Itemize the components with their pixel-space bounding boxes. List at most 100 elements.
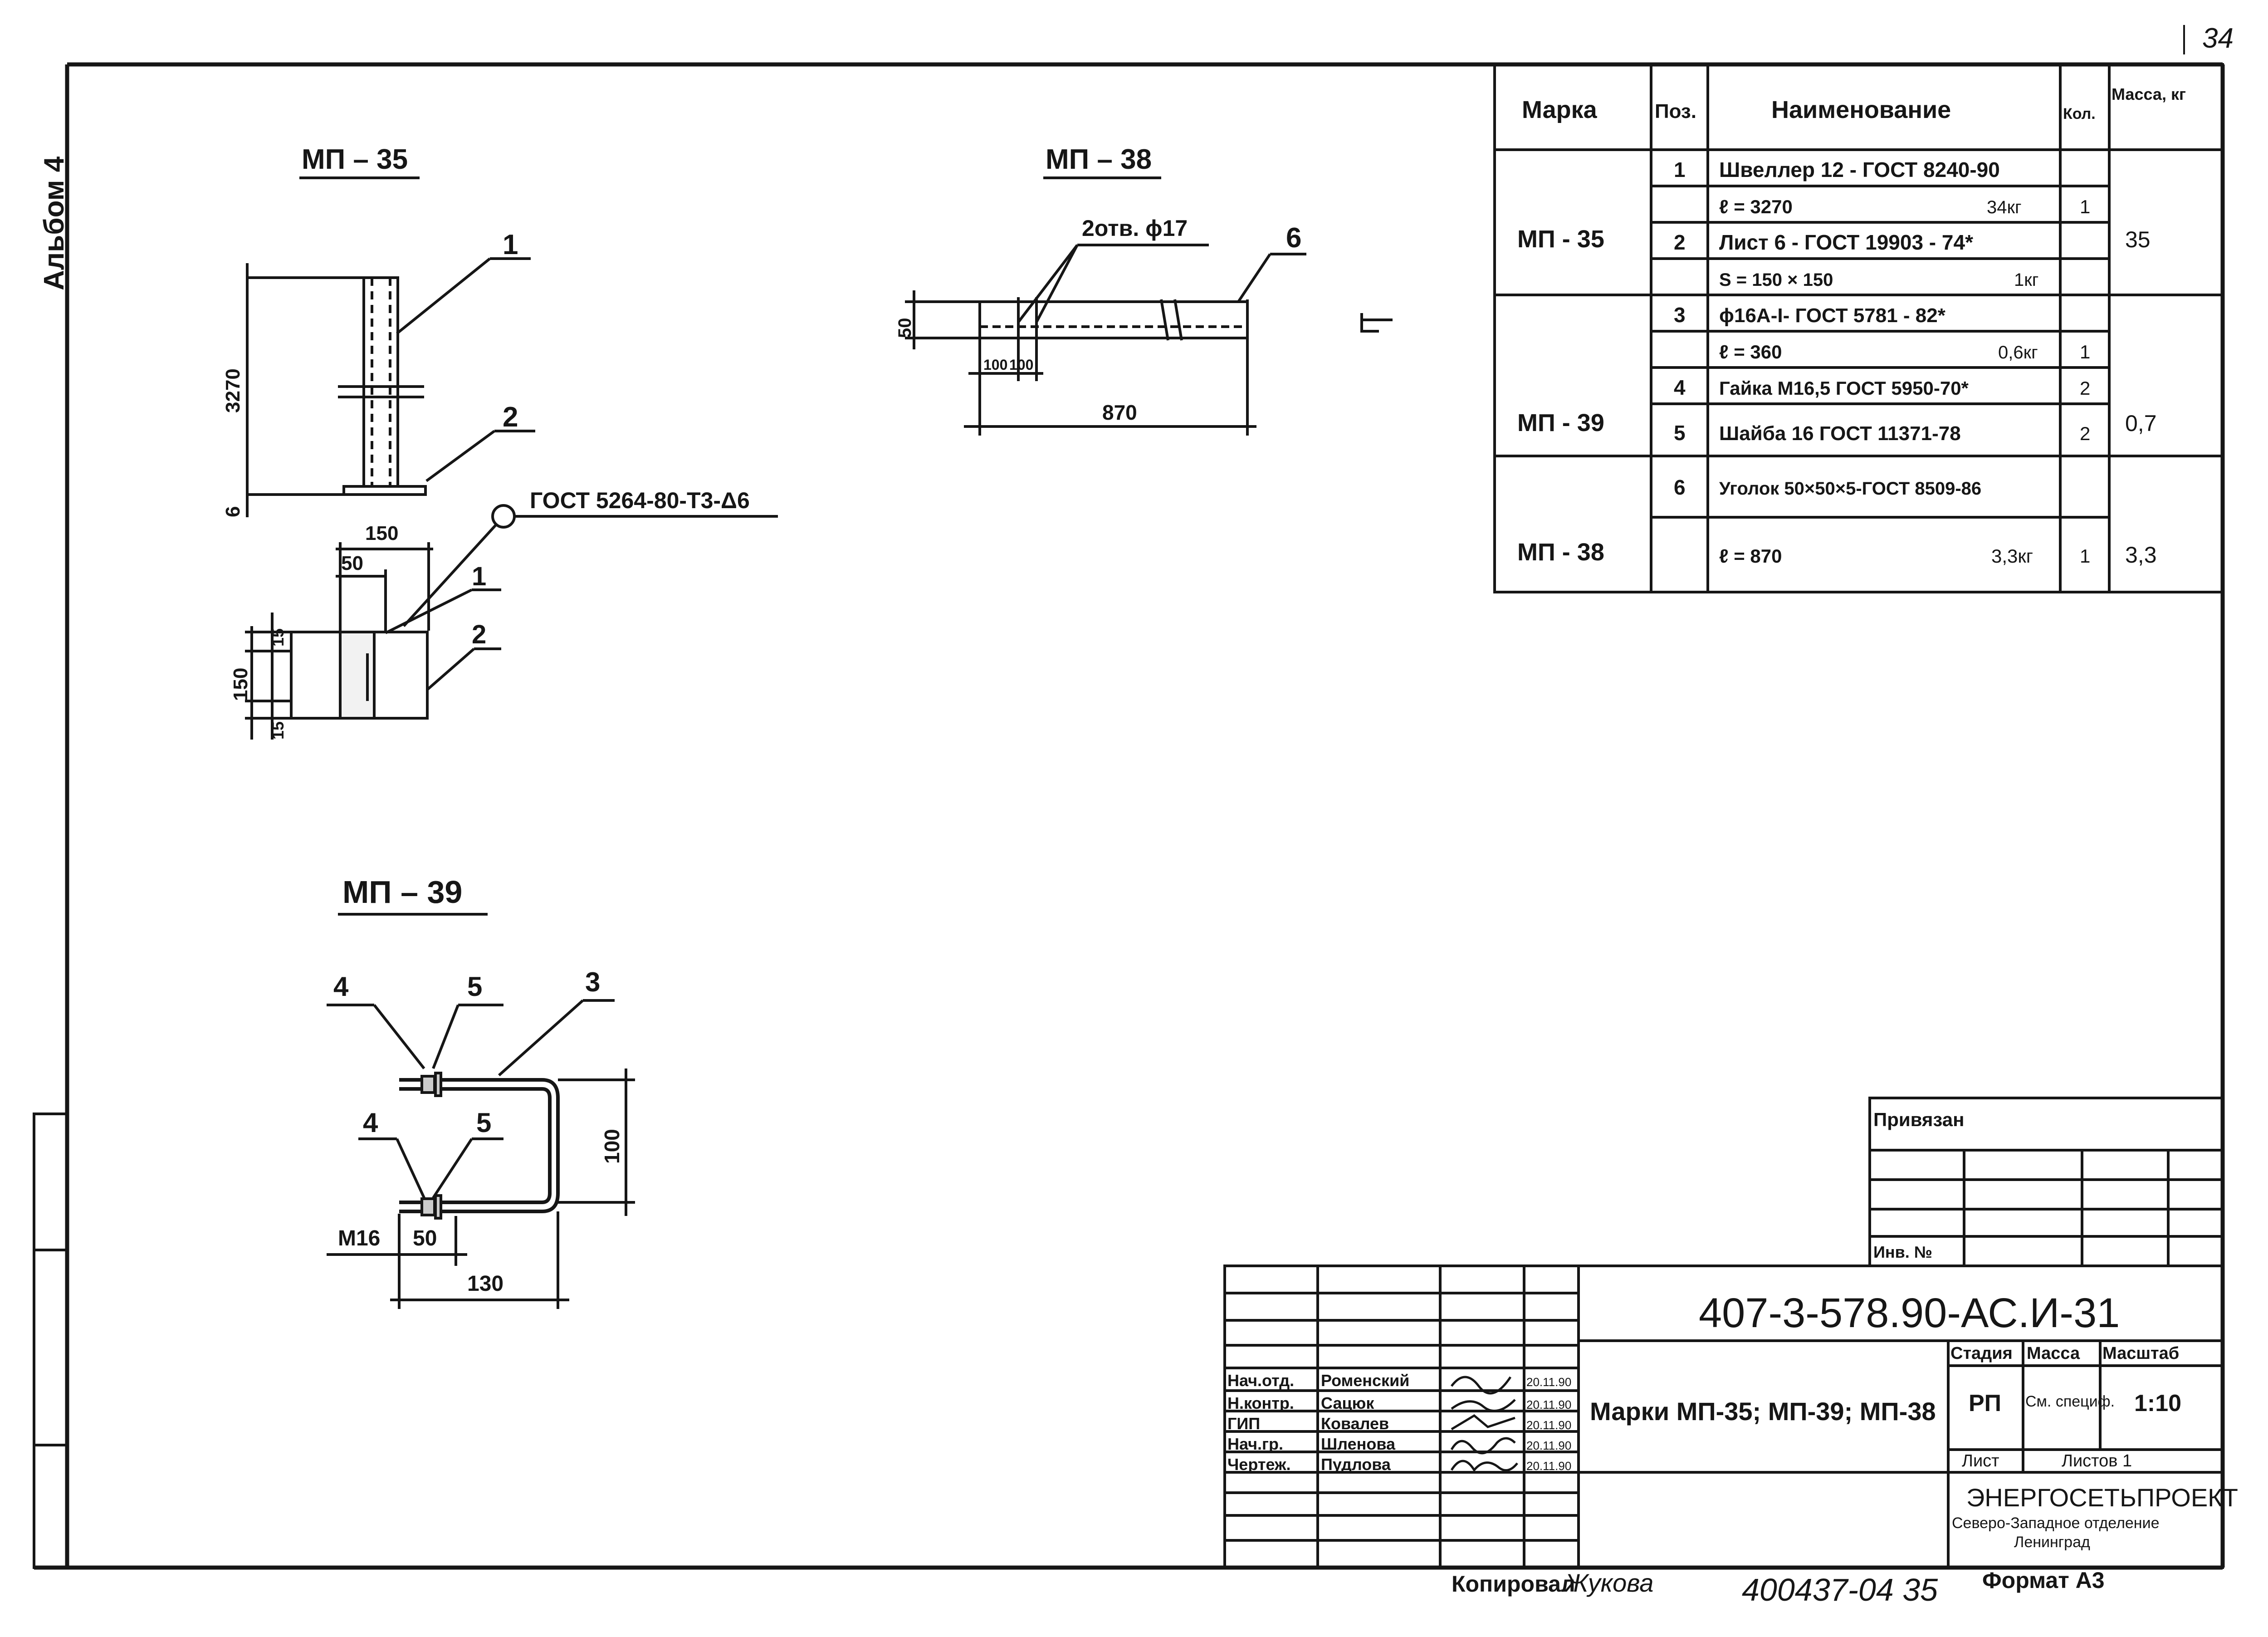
- privyazan-block: Привязан Инв. №: [1868, 1097, 2224, 1267]
- sheet-label: Лист: [1962, 1451, 1999, 1470]
- mp39-callout-5a: 5: [467, 971, 482, 1002]
- pos-4: 4: [1674, 376, 1686, 399]
- qty-3b: 1: [2080, 341, 2090, 363]
- stage-value: РП: [1969, 1390, 2001, 1416]
- name-4: Гайка М16,5 ГОСТ 5950-70*: [1719, 377, 1969, 399]
- mass-mp38: 3,3: [2125, 542, 2157, 568]
- scale-value: 1:10: [2134, 1390, 2181, 1416]
- qty-1b: 1: [2080, 196, 2090, 217]
- spec-table: Марка Поз. Наименование Кол. Масса, кг М…: [1493, 63, 2224, 593]
- svg-text:20.11.90: 20.11.90: [1526, 1459, 1571, 1473]
- mp35-base-dim: 6: [222, 506, 244, 517]
- section-height-dim: 150: [230, 668, 252, 701]
- mp35-elevation: МП – 35 3270 6 1 2: [222, 144, 535, 517]
- mp38-length-dim: 870: [1102, 401, 1137, 424]
- pos-5: 5: [1674, 421, 1686, 445]
- weld-note: ГОСТ 5264-80-Т3-Δ6: [402, 488, 778, 627]
- mp39-thread-len: 50: [413, 1226, 437, 1250]
- privyazan-label: Привязан: [1873, 1109, 1964, 1130]
- svg-text:Нач.отд.: Нач.отд.: [1227, 1371, 1294, 1390]
- mp39-height-dim: 100: [600, 1129, 624, 1164]
- mp39-drawing: МП – 39 4 5 3 4 5: [327, 874, 635, 1309]
- album-label: Альбом 4: [39, 156, 70, 290]
- name-6: Уголок 50×50×5-ГОСТ 8509-86: [1719, 479, 1981, 499]
- svg-text:Ковалев: Ковалев: [1321, 1414, 1389, 1433]
- header-mark: Марка: [1522, 96, 1598, 123]
- signer-row: Н.контр. Сацюк 20.11.90: [1227, 1394, 1571, 1412]
- mp39-width-dim: 130: [467, 1272, 503, 1296]
- mp35-height-dim: 3270: [222, 368, 244, 413]
- scale-header: Масштаб: [2102, 1344, 2179, 1363]
- svg-text:Чертеж.: Чертеж.: [1227, 1455, 1291, 1474]
- note-2b: 1кг: [2014, 270, 2038, 290]
- name-1b: ℓ = 3270: [1719, 196, 1793, 217]
- mp39-callout-5b: 5: [476, 1108, 491, 1138]
- mp38-callout-6: 6: [1286, 222, 1301, 254]
- mp39-title: МП – 39: [342, 874, 462, 910]
- mp35-callout-2: 2: [503, 402, 518, 433]
- page-number: 34: [2202, 23, 2234, 54]
- mp38-hole-dim-a: 100: [983, 357, 1007, 373]
- section-offset-dim: 50: [341, 552, 363, 574]
- section-callout-1: 1: [472, 562, 486, 591]
- name-5: Шайба 16 ГОСТ 11371-78: [1719, 422, 1961, 445]
- sheets-label: Листов 1: [2062, 1451, 2132, 1470]
- mark-mp38: МП - 38: [1517, 539, 1604, 566]
- name-2: Лист 6 - ГОСТ 19903 - 74*: [1719, 230, 1973, 254]
- stage-header: Стадия: [1950, 1344, 2013, 1363]
- mass-header: Масса: [2027, 1344, 2080, 1363]
- mp39-callout-4b: 4: [363, 1108, 378, 1138]
- org-branch: Северо-Западное отделение: [1952, 1514, 2160, 1532]
- section-edge-top-dim: 15: [269, 628, 287, 647]
- svg-text:20.11.90: 20.11.90: [1526, 1375, 1571, 1389]
- svg-text:Нач.гр.: Нач.гр.: [1227, 1435, 1283, 1453]
- header-name: Наименование: [1771, 96, 1951, 123]
- note-6b: 3,3кг: [1991, 545, 2033, 567]
- mp35-callout-1: 1: [503, 229, 518, 260]
- mp38-holes-note: 2отв. ϕ17: [1082, 216, 1188, 241]
- mass-value: См. специф.: [2025, 1393, 2115, 1410]
- mp38-height-dim: 50: [895, 318, 915, 338]
- pos-2: 2: [1674, 230, 1686, 254]
- name-1: Швеллер 12 - ГОСТ 8240-90: [1719, 158, 2000, 181]
- header-mass: Масса, кг: [2112, 85, 2186, 103]
- note-1b: 34кг: [1987, 197, 2022, 217]
- weld-note-text: ГОСТ 5264-80-Т3-Δ6: [530, 488, 750, 513]
- svg-text:20.11.90: 20.11.90: [1526, 1439, 1571, 1452]
- name-3: ϕ16А-I- ГОСТ 5781 - 82*: [1719, 304, 1946, 327]
- mp39-callout-3: 3: [585, 967, 600, 997]
- note-3b: 0,6кг: [1998, 343, 2038, 363]
- pos-3: 3: [1674, 303, 1686, 327]
- section-callout-2: 2: [472, 620, 486, 649]
- pos-1: 1: [1674, 158, 1686, 181]
- mp39-callout-4a: 4: [333, 971, 349, 1002]
- signer-row: Чертеж. Пудлова 20.11.90: [1227, 1455, 1571, 1474]
- signer-row: Нач.гр. Шленова 20.11.90: [1227, 1435, 1571, 1455]
- svg-text:Пудлова: Пудлова: [1321, 1455, 1391, 1474]
- mp39-thread: М16: [338, 1226, 380, 1250]
- mark-mp35: МП - 35: [1517, 225, 1604, 253]
- footer-copier: Жукова: [1564, 1568, 1653, 1597]
- mark-mp39: МП - 39: [1517, 409, 1604, 436]
- svg-text:ГИП: ГИП: [1227, 1414, 1260, 1433]
- mass-mp39: 0,7: [2125, 411, 2157, 436]
- pos-6: 6: [1674, 475, 1686, 499]
- svg-text:Роменский: Роменский: [1321, 1371, 1409, 1390]
- svg-text:20.11.90: 20.11.90: [1526, 1398, 1571, 1412]
- signer-row: Нач.отд. Роменский 20.11.90: [1227, 1371, 1571, 1395]
- org-city: Ленинград: [2014, 1534, 2090, 1551]
- qty-4: 2: [2080, 377, 2090, 399]
- footer-inventory: 400437-04 35: [1742, 1572, 1938, 1608]
- svg-text:Н.контр.: Н.контр.: [1227, 1394, 1294, 1412]
- mp35-section: 150 50 150 15 15 1 2: [230, 522, 501, 740]
- name-6b: ℓ = 870: [1719, 545, 1782, 567]
- name-3b: ℓ = 360: [1719, 341, 1782, 363]
- left-stamp-strip: [33, 1113, 68, 1569]
- mp38-drawing: МП – 38 2отв. ϕ17 6 50 100 100: [895, 144, 1393, 436]
- mp38-title: МП – 38: [1046, 144, 1152, 175]
- svg-text:20.11.90: 20.11.90: [1526, 1418, 1571, 1432]
- qty-6b: 1: [2080, 545, 2090, 567]
- mp38-hole-dim-b: 100: [1009, 357, 1033, 373]
- inv-label: Инв. №: [1873, 1243, 1932, 1261]
- section-edge-bottom-dim: 15: [269, 721, 287, 740]
